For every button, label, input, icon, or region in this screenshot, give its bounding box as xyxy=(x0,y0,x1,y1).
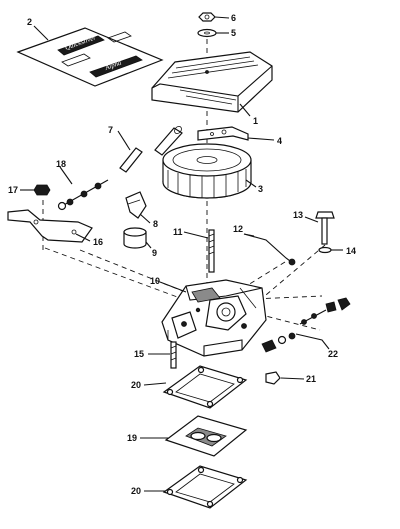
callout-18: 18 xyxy=(56,159,66,169)
callout-13: 13 xyxy=(293,210,303,220)
lower-gasket xyxy=(162,465,248,509)
callout-9: 9 xyxy=(152,248,157,258)
rubber-grommet xyxy=(123,227,147,249)
callout-19: 19 xyxy=(127,433,137,443)
callout-5: 5 xyxy=(231,28,236,38)
cover-washer xyxy=(197,28,217,38)
flame-arrestor-cover xyxy=(151,51,273,113)
callout-22: 22 xyxy=(328,349,338,359)
hose-fitting xyxy=(125,191,147,219)
fuel-plug xyxy=(265,371,281,385)
flame-arrestor xyxy=(162,143,252,199)
vent-hose xyxy=(119,125,183,173)
callout-4: 4 xyxy=(277,136,282,146)
decal-sheet: Quicksilver Alpha xyxy=(16,27,164,87)
callout-2: 2 xyxy=(27,17,32,27)
callout-3: 3 xyxy=(258,184,263,194)
callout-10: 10 xyxy=(150,276,160,286)
mounting-stud xyxy=(208,229,215,273)
bolt-washer xyxy=(318,246,332,254)
linkage-nut xyxy=(33,184,51,196)
callout-7: 7 xyxy=(108,125,113,135)
lower-stud xyxy=(170,341,177,369)
leader-lines xyxy=(20,16,343,492)
callout-8: 8 xyxy=(153,219,158,229)
mounting-bolt xyxy=(315,211,335,245)
callout-16: 16 xyxy=(93,237,103,247)
callout-20-upper: 20 xyxy=(131,380,141,390)
callout-15: 15 xyxy=(134,349,144,359)
arrestor-bracket xyxy=(197,126,249,141)
callout-6: 6 xyxy=(231,13,236,23)
fuel-fitting-kit xyxy=(261,297,351,353)
callout-14: 14 xyxy=(346,246,356,256)
cover-nut xyxy=(198,12,216,22)
callout-17: 17 xyxy=(8,185,18,195)
callout-12: 12 xyxy=(233,224,243,234)
callout-labels: 1 2 3 4 5 6 7 8 9 10 11 12 13 14 15 16 1… xyxy=(8,13,356,496)
callout-1: 1 xyxy=(253,116,258,126)
carburetor-plate xyxy=(164,415,248,457)
callout-11: 11 xyxy=(173,227,183,237)
throttle-bracket xyxy=(7,209,93,243)
upper-gasket xyxy=(162,365,248,409)
accelerator-pump-rod xyxy=(57,179,109,211)
carburetor-body xyxy=(161,279,267,357)
callout-21: 21 xyxy=(306,374,316,384)
callout-20-lower: 20 xyxy=(131,486,141,496)
choke-rod xyxy=(243,233,296,266)
